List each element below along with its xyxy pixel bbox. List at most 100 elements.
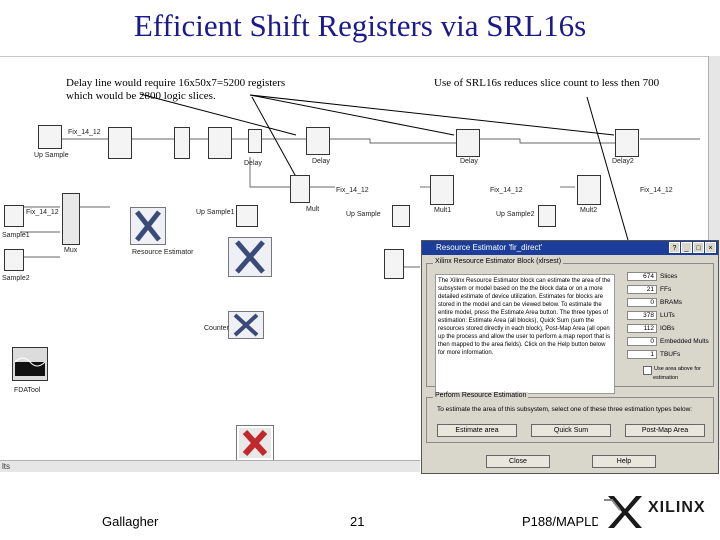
estimator-group-title: Xilinx Resource Estimator Block (xlrsest… — [433, 258, 564, 265]
mults-value[interactable]: 0 — [627, 337, 657, 346]
fdatool-block[interactable] — [12, 347, 48, 381]
luts-value[interactable]: 378 — [627, 311, 657, 320]
up-sample-block-2[interactable] — [392, 205, 410, 227]
shift-block[interactable] — [384, 249, 404, 279]
sample1-label: Sample1 — [2, 232, 30, 239]
slices-name: Slices — [660, 273, 678, 281]
brams-name: BRAMs — [660, 299, 683, 307]
delay2-label: Delay2 — [612, 158, 634, 165]
resource-estimator-block[interactable] — [130, 207, 166, 245]
slide-title: Efficient Shift Registers via SRL16s — [133, 8, 587, 43]
up-sample1-label: Up Sample1 — [196, 209, 235, 216]
system-generator-block[interactable] — [236, 425, 274, 461]
footer-page-number: 21 — [350, 514, 365, 529]
perform-group-desc: To estimate the area of this subsystem, … — [437, 406, 693, 413]
up-sample2-block[interactable] — [538, 205, 556, 227]
up-sample1-block[interactable] — [236, 205, 258, 227]
iobs-value[interactable]: 112 — [627, 324, 657, 333]
filter-response-icon — [14, 357, 46, 376]
mux-label: Mux — [64, 247, 78, 254]
mult-block-a[interactable] — [108, 127, 132, 159]
delay-block-5[interactable] — [615, 129, 639, 157]
ffs-value[interactable]: 21 — [627, 285, 657, 294]
xilinx-brand-text: XILINX — [648, 499, 706, 516]
estimator-group: Xilinx Resource Estimator Block (xlrsest… — [426, 258, 714, 394]
fix-label-3: Fix_14_12 — [336, 187, 369, 194]
minimize-icon[interactable]: _ — [681, 242, 692, 253]
mult-block[interactable] — [290, 175, 310, 203]
post-map-area-button[interactable]: Post-Map Area — [625, 424, 705, 437]
perform-group-title: Perform Resource Estimation — [433, 392, 529, 399]
close-icon[interactable]: × — [705, 242, 716, 253]
help-icon[interactable]: ? — [669, 242, 680, 253]
use-area-checkbox[interactable] — [643, 366, 652, 375]
maximize-icon[interactable]: □ — [693, 242, 704, 253]
brams-value[interactable]: 0 — [627, 298, 657, 307]
xilinx-x-icon-3 — [233, 313, 259, 337]
close-button[interactable]: Close — [486, 455, 550, 468]
iobs-name: IOBs — [660, 325, 675, 333]
dialog-title: Resource Estimator 'fir_direct' — [436, 243, 543, 252]
note-right: Use of SRL16s reduces slice count to les… — [434, 77, 660, 89]
mult2-label: Mult2 — [580, 207, 598, 214]
slice-block[interactable] — [174, 127, 190, 159]
note-left-line1: Delay line would require 16x50x7=5200 re… — [66, 77, 286, 89]
counter-label: Counter — [204, 325, 229, 332]
note-left-line2: which would be 2800 logic slices. — [66, 90, 216, 102]
up-sample-label-2: Up Sample — [346, 211, 381, 218]
delay-block-1[interactable] — [208, 127, 232, 159]
dialog-titlebar[interactable]: Resource Estimator 'fir_direct' ? _ □ × — [422, 241, 718, 255]
delay-block-3[interactable] — [306, 127, 330, 155]
tbufs-value[interactable]: 1 — [627, 350, 657, 359]
resource-estimator-dialog[interactable]: Resource Estimator 'fir_direct' ? _ □ × … — [421, 240, 719, 474]
use-area-label: Use area above for estimation — [653, 366, 701, 381]
delay-label-1: Delay — [244, 160, 262, 167]
sample2-block[interactable] — [4, 249, 24, 271]
counter-block[interactable] — [228, 311, 264, 339]
xilinx-x-icon — [135, 210, 161, 242]
delay-block-4[interactable] — [456, 129, 480, 157]
xilinx-logo: XILINX — [598, 480, 720, 540]
luts-name: LUTs — [660, 312, 675, 320]
help-button[interactable]: Help — [592, 455, 656, 468]
mult1-label: Mult1 — [434, 207, 452, 214]
tbufs-name: TBUFs — [660, 351, 681, 359]
resource-estimator-label: Resource Estimator — [132, 249, 194, 256]
mux-block[interactable] — [62, 193, 80, 245]
delay-label-3: Delay — [460, 158, 478, 165]
up-sample2-label: Up Sample2 — [496, 211, 535, 218]
mult-label: Mult — [306, 206, 320, 213]
fix-label-4: Fix_14_12 — [490, 187, 523, 194]
ffs-name: FFs — [660, 286, 672, 294]
sample2-label: Sample2 — [2, 275, 30, 282]
perform-group: Perform Resource Estimation To estimate … — [426, 392, 714, 443]
fix-label-2: Fix_14_12 — [26, 209, 59, 216]
mult2-block[interactable] — [577, 175, 601, 205]
xilinx-x-icon-2 — [235, 240, 265, 274]
use-area-row: Use area above for estimation — [643, 366, 713, 381]
system-generator-icon — [239, 428, 271, 458]
xilinx-logo-icon — [604, 496, 642, 528]
slices-value[interactable]: 674 — [627, 272, 657, 281]
ctrl-block[interactable] — [228, 237, 272, 277]
estimator-description: The Xilinx Resource Estimator block can … — [435, 274, 615, 394]
sample1-block[interactable] — [4, 205, 24, 227]
quick-sum-button[interactable]: Quick Sum — [531, 424, 611, 437]
fix-label-1: Fix_14_12 — [68, 129, 101, 136]
fix-label-5: Fix_14_12 — [640, 187, 673, 194]
delay-block-2[interactable] — [248, 129, 262, 153]
up-sample-label: Up Sample — [34, 152, 69, 159]
mult1-block[interactable] — [430, 175, 454, 205]
up-sample-block[interactable] — [38, 125, 62, 149]
footer-author: Gallagher — [102, 514, 159, 529]
estimate-area-button[interactable]: Estimate area — [437, 424, 517, 437]
delay-label-2: Delay — [312, 158, 330, 165]
mults-name: Embedded Mults — [660, 338, 709, 346]
status-bar: lts — [0, 460, 420, 472]
